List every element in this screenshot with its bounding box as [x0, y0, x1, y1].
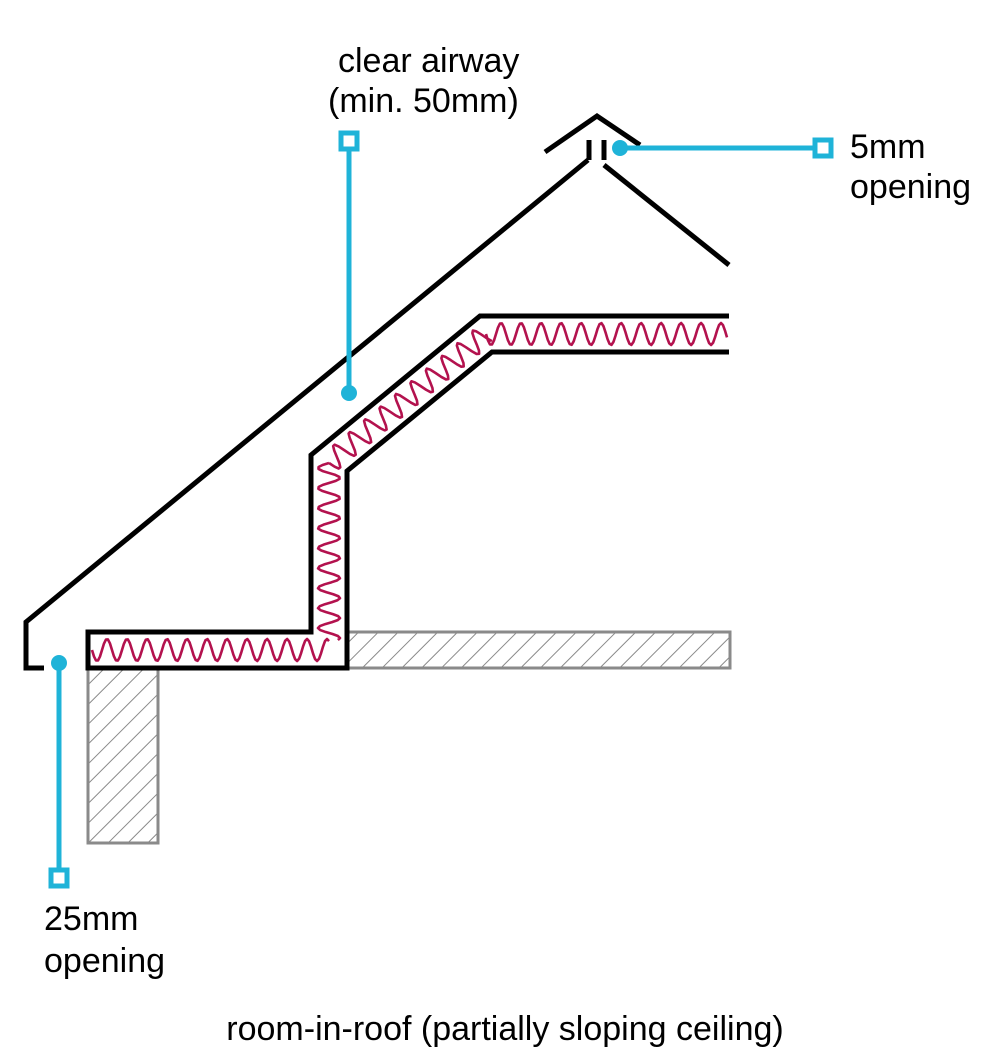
ridge-opening-label-line1: 5mm — [850, 128, 926, 166]
insulation-knee-wall — [316, 461, 342, 641]
insulation-slope — [328, 329, 493, 470]
clear-airway-label-line1: clear airway — [338, 42, 519, 80]
insulation-ceiling — [484, 321, 729, 347]
ridge-opening-dot-marker — [612, 140, 628, 156]
clear-airway-dot-marker — [341, 385, 357, 401]
callout-ridge-opening: 5mm opening — [612, 128, 971, 206]
insulation-floor — [90, 637, 330, 663]
insulation-envelope-outer — [85, 313, 729, 671]
callout-eaves-opening: 25mm opening — [44, 655, 165, 980]
diagram-caption: room-in-roof (partially sloping ceiling) — [226, 1010, 783, 1048]
ridge-cap — [543, 112, 642, 155]
eaves-opening-label-line2: opening — [44, 942, 165, 980]
ridge-opening-label-line2: opening — [850, 168, 971, 206]
ridge-opening-square-marker — [812, 137, 834, 159]
callout-clear-airway: clear airway (min. 50mm) — [328, 42, 519, 401]
eaves-opening-label-line1: 25mm — [44, 900, 138, 938]
clear-airway-square-marker — [338, 130, 360, 152]
wall-hatching — [86, 666, 160, 845]
eaves-opening-dot-marker — [51, 655, 67, 671]
far-roof-slope — [602, 163, 731, 267]
eaves-opening-square-marker — [48, 867, 70, 889]
floor-hatching — [345, 630, 732, 670]
clear-airway-label-line2: (min. 50mm) — [328, 82, 519, 120]
roof-slope-line — [23, 158, 590, 671]
